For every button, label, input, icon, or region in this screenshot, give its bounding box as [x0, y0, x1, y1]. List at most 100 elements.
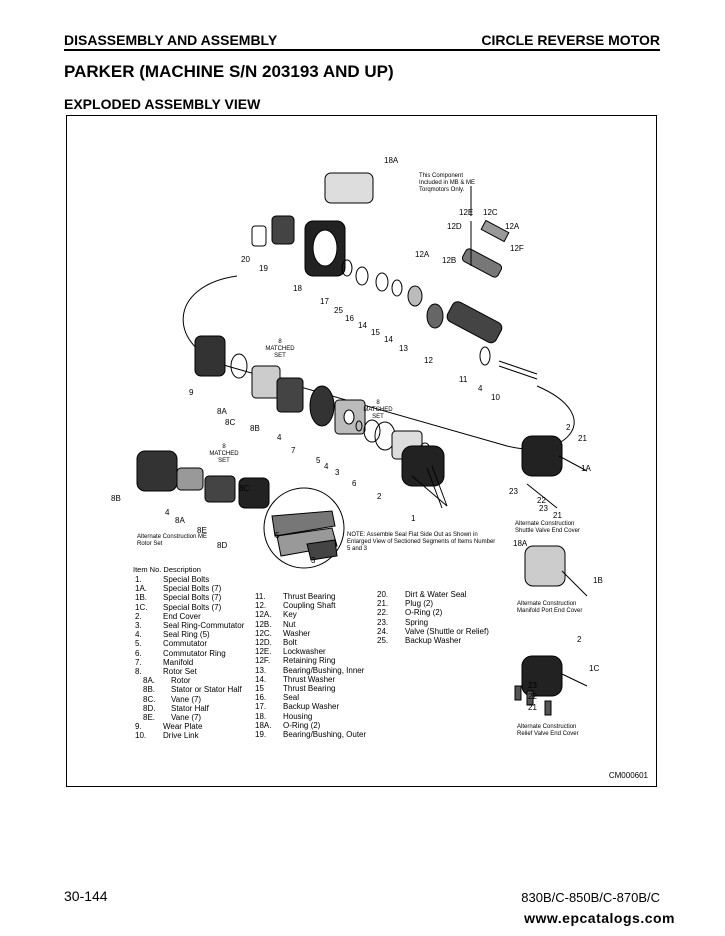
- part-label: 12: [424, 356, 433, 365]
- legend-row: 20.Dirt & Water Seal: [377, 590, 467, 599]
- part-label: 12E: [459, 208, 474, 217]
- legend-row: 12B.Nut: [255, 619, 296, 629]
- part-label: 14: [384, 335, 393, 344]
- legend-row: 9.Wear Plate: [135, 722, 203, 732]
- legend-row: 10.Drive Link: [135, 731, 199, 741]
- legend-row: 12C.Washer: [255, 628, 311, 638]
- seal-assembly-note: NOTE: Assemble Seal Flat Side Out as Sho…: [347, 532, 496, 552]
- part-label: 12D: [447, 222, 462, 231]
- legend-row: 4.Seal Ring (5): [135, 630, 210, 640]
- legend-row: 17.Backup Washer: [255, 702, 340, 712]
- part-label: 3: [335, 468, 340, 477]
- legend-row: 16.Seal: [255, 693, 300, 703]
- part-label: 12A: [415, 250, 430, 259]
- legend-row: 3.Seal Ring-Commutator: [135, 621, 245, 631]
- part-label: 22: [528, 692, 537, 701]
- part-label: 21: [553, 511, 562, 520]
- figure-code: CM000601: [608, 771, 648, 780]
- legend-row: 11.Thrust Bearing: [255, 592, 336, 601]
- legend-row: 8B.Stator or Stator Half: [143, 685, 242, 695]
- part-label: 2: [566, 423, 571, 432]
- part-label: 25: [334, 306, 343, 315]
- page-title: PARKER (MACHINE S/N 203193 AND UP): [64, 62, 394, 81]
- section-title: DISASSEMBLY AND ASSEMBLY: [64, 32, 278, 48]
- part-label: 17: [320, 297, 329, 306]
- part-label: 4: [324, 462, 329, 471]
- exploded-diagram-drawing: [136, 172, 588, 716]
- legend-row: 1A.Special Bolts (7): [135, 584, 222, 594]
- matched-set-label: 8 MATCHED SET: [363, 400, 393, 420]
- component-title: CIRCLE REVERSE MOTOR: [481, 32, 660, 48]
- watermark: www.epcatalogs.com: [524, 910, 675, 926]
- part-label: 4: [277, 433, 282, 442]
- legend-row: 18.Housing: [255, 711, 313, 721]
- legend-row: 8.Rotor Set: [135, 667, 197, 677]
- part-label: 8A: [217, 407, 227, 416]
- part-label: 3: [311, 556, 316, 565]
- legend-column-2: 11.Thrust Bearing 12.Coupling Shaft 12A.…: [255, 592, 366, 739]
- legend-row: 12A.Key: [255, 610, 297, 620]
- part-label: 23: [539, 504, 548, 513]
- legend-column-1: 1.Special Bolts 1A.Special Bolts (7) 1B.…: [135, 575, 244, 741]
- part-label: 19: [259, 264, 268, 273]
- legend-row: 1.Special Bolts: [135, 575, 210, 584]
- part-label: 13: [399, 344, 408, 353]
- part-label: 11: [459, 375, 468, 384]
- legend-row: 12.Coupling Shaft: [255, 601, 336, 611]
- legend-row: 8E.Vane (7): [143, 713, 202, 723]
- legend-row: 25.Backup Washer: [377, 636, 462, 646]
- part-label: 9: [189, 388, 194, 397]
- part-label: 12F: [510, 244, 524, 253]
- part-label: 18A: [513, 539, 528, 548]
- legend-row: 5.Commutator: [135, 639, 208, 649]
- part-label: 8B: [250, 424, 260, 433]
- part-label: 23: [509, 487, 518, 496]
- legend-row: 14.Thrust Washer: [255, 674, 336, 684]
- view-title: EXPLODED ASSEMBLY VIEW: [64, 96, 261, 112]
- part-label: 18A: [384, 156, 399, 165]
- part-label: 5: [275, 531, 280, 540]
- legend-row: 22.O-Ring (2): [377, 608, 443, 618]
- part-label: 1: [411, 514, 416, 523]
- matched-set-label: 8 MATCHED SET: [265, 339, 295, 359]
- part-label: 15: [371, 328, 380, 337]
- legend-heading: Item No. Description: [133, 565, 201, 574]
- alt-relief-note: Alternate Construction Relief Valve End …: [517, 724, 579, 737]
- alt-manifold-note: Alternate Construction Manifold Port End…: [517, 601, 583, 614]
- part-label: 6: [352, 479, 357, 488]
- legend-row: 19.Bearing/Bushing, Outer: [255, 730, 367, 740]
- part-label: 23: [528, 681, 537, 690]
- part-label: 1B: [593, 576, 603, 585]
- page-number: 30-144: [64, 888, 108, 904]
- legend-row: 8D.Stator Half: [143, 703, 209, 713]
- part-label: 2: [577, 635, 582, 644]
- part-label: 18: [293, 284, 302, 293]
- part-label: 8A: [175, 516, 185, 525]
- part-label: 8D: [217, 541, 228, 550]
- part-label: 14: [358, 321, 367, 330]
- part-label: 5: [316, 456, 321, 465]
- part-label: 12A: [505, 222, 520, 231]
- legend-row: 8A.Rotor: [143, 676, 191, 686]
- part-label: 1C: [589, 664, 600, 673]
- legend-row: 7.Manifold: [135, 657, 194, 667]
- header-rule: [64, 49, 660, 51]
- legend-row: 8C.Vane (7): [143, 694, 202, 704]
- alt-me-rotor-note: Alternate Construction ME Rotor Set: [137, 534, 208, 547]
- legend-row: 24.Valve (Shuttle or Relief): [377, 626, 489, 636]
- legend-row: 12E.Lockwasher: [255, 647, 326, 657]
- part-label: 16: [345, 314, 354, 323]
- legend-row: 1B.Special Bolts (7): [135, 593, 222, 603]
- part-label: 8E: [197, 526, 207, 535]
- part-label: 21: [578, 434, 587, 443]
- exploded-view-figure: 18A 12E 12C 12D 12A 12F 12A 12B 20 19 18…: [66, 115, 657, 787]
- legend-row: 1C.Special Bolts (7): [135, 602, 222, 612]
- legend-row: 21.Plug (2): [377, 599, 434, 609]
- matched-set-label: 8 MATCHED SET: [209, 444, 239, 464]
- part-label: 12B: [442, 256, 457, 265]
- part-label: 8B: [111, 494, 121, 503]
- legend-row: 18A.O-Ring (2): [255, 720, 321, 730]
- part-label: 1A: [581, 464, 591, 473]
- part-label: 12C: [483, 208, 498, 217]
